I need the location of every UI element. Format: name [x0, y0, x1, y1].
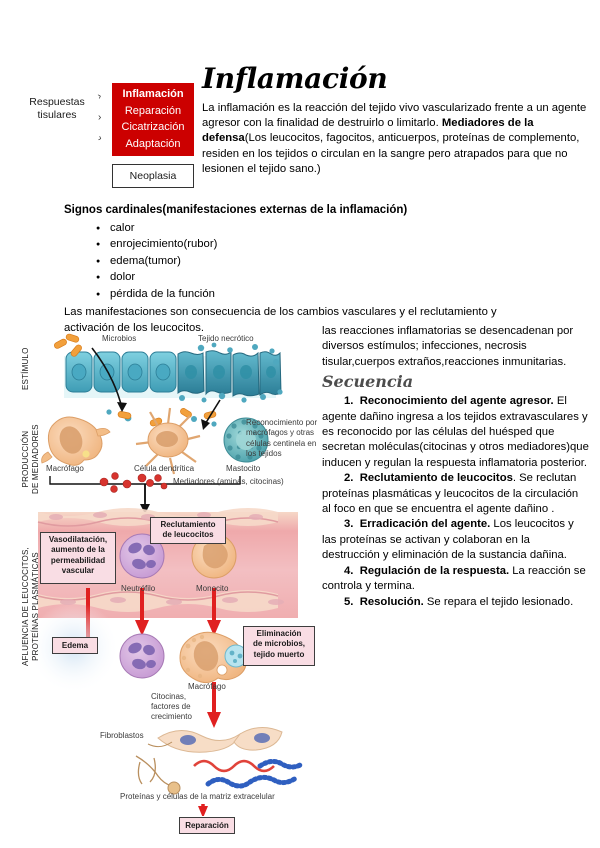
callout-eliminacion-line1: Eliminación	[256, 629, 302, 638]
list-item: dolor	[96, 269, 217, 286]
callout-vasodilatacion-line4: vascular	[61, 565, 95, 575]
label-macrofago-bottom: Macrófago	[188, 682, 226, 691]
side-label-estimulo: ESTÍMULO	[21, 347, 30, 391]
callout-edema: Edema	[52, 637, 98, 654]
side-label-afluencia-line2: PROTEÍNAS PLASMÁTICAS	[30, 552, 40, 661]
callout-vasodilatacion: Vasodilatación, aumento de la permeabili…	[40, 532, 116, 584]
callout-reclutamiento-line1: Reclutamiento	[160, 520, 216, 529]
step-body: . Se reclutan proteínas plasmáticas y le…	[322, 472, 579, 516]
side-label-produccion-line2: DE MEDIADORES	[30, 424, 40, 494]
inflammation-sequence-diagram: ESTÍMULO PRODUCCIÓN DE MEDIADORES AFLUEN…	[8, 326, 320, 834]
inflamacion-red-box: Inflamación Reparación Cicatrización Ada…	[112, 83, 194, 156]
neoplasia-label: Neoplasia	[129, 170, 177, 182]
label-monocito: Monocito	[196, 584, 229, 593]
neoplasia-box: Neoplasia	[112, 164, 194, 188]
header-section: Respuestas tisulares › › › Inflamación R…	[0, 0, 600, 200]
step-title: Regulación de la respuesta.	[359, 564, 510, 577]
callout-eliminacion: Eliminación de microbios, tejido muerto	[243, 626, 315, 666]
list-item: enrojecimiento(rubor)	[96, 236, 217, 253]
label-mediadores: Mediadores (aminas, citocinas)	[173, 477, 284, 486]
page-title: Inflamación	[202, 62, 388, 95]
signos-heading: Signos cardinales(manifestaciones extern…	[64, 204, 408, 216]
reacciones-intro-paragraph: las reacciones inflamatorias se desencad…	[322, 325, 574, 368]
sequence-step-2: 2. Reclutamiento de leucocitos. Se reclu…	[322, 471, 590, 517]
label-neutrofilo: Neutrófilo	[121, 584, 156, 593]
sequence-step-5: 5. Resolución. Se repara el tejido lesio…	[322, 595, 590, 610]
side-label-produccion: PRODUCCIÓN DE MEDIADORES	[21, 424, 40, 494]
callout-eliminacion-line2: de microbios,	[252, 639, 305, 649]
red-box-line-4: Adaptación	[125, 137, 181, 150]
signos-list: calor enrojecimiento(rubor) edema(tumor)…	[92, 220, 217, 303]
step-title: Erradicación del agente.	[359, 518, 491, 531]
step-body: El agente dañino ingresa a los tejidos e…	[322, 395, 589, 469]
intro-paragraph: La inflamación es la reacción del tejido…	[202, 101, 590, 177]
step-title: Reclutamiento de leucocitos	[359, 472, 513, 485]
step-title: Resolución.	[359, 595, 424, 608]
label-mastocito: Mastocito	[226, 464, 261, 473]
label-celula-dendritica: Célula dendrítica	[134, 464, 195, 473]
sequence-step-3: 3. Erradicación del agente. Los leucocit…	[322, 517, 590, 563]
step-number: 1.	[344, 395, 354, 408]
diagram-artwork	[28, 333, 305, 816]
intro-part-2: (Los leucocitos, fagocitos, anticuerpos,…	[202, 132, 580, 175]
branch-arrow-2: ›	[98, 112, 102, 123]
list-item: pérdida de la función	[96, 286, 217, 303]
callout-reparacion: Reparación	[179, 817, 235, 834]
label-reconocimiento: Reconocimiento por macrófagos y otras cé…	[246, 418, 318, 459]
callout-eliminacion-line3: tejido muerto	[253, 649, 305, 659]
callout-reclutamiento-line2: de leucocitos	[162, 530, 214, 540]
red-box-line-2: Reparación	[124, 104, 182, 117]
list-item: edema(tumor)	[96, 253, 217, 270]
sequence-step-4: 4. Regulación de la respuesta. La reacci…	[322, 564, 590, 595]
list-item: calor	[96, 220, 217, 237]
callout-vasodilatacion-line2: aumento de la	[51, 545, 105, 555]
respuestas-tisulares-label: Respuestas tisulares	[29, 96, 85, 121]
label-citocinas: Citocinas, factores de crecimiento	[151, 692, 192, 721]
right-column-text: las reacciones inflamatorias se desencad…	[322, 324, 590, 610]
step-number: 4.	[344, 564, 354, 577]
side-label-afluencia-line1: AFLUENCIA DE LEUCOCITOS,	[21, 547, 30, 666]
step-body: Los leucocitos y las proteínas se activa…	[322, 518, 574, 562]
callout-vasodilatacion-line1: Vasodilatación,	[48, 535, 108, 544]
sequence-step-1: 1. Reconocimiento del agente agresor. El…	[322, 394, 590, 471]
signos-tail-paragraph: Las manifestaciones son consecuencia de …	[64, 306, 497, 334]
step-body: Se repara el tejido lesionado.	[423, 595, 574, 608]
side-label-afluencia: AFLUENCIA DE LEUCOCITOS, PROTEÍNAS PLASM…	[21, 547, 40, 666]
red-box-line-1: Inflamación	[122, 88, 184, 100]
label-fibroblastos: Fibroblastos	[100, 731, 144, 740]
step-number: 3.	[344, 518, 354, 531]
branch-arrow-3: ›	[96, 132, 104, 145]
intro-bold-term: Mediadores de la defensa	[202, 117, 534, 145]
step-number: 5.	[344, 595, 354, 608]
label-matriz-extracelular: Proteínas y células de la matriz extrace…	[120, 792, 275, 801]
branch-arrows: › › ›	[96, 90, 112, 148]
branch-arrow-1: ›	[96, 90, 103, 103]
step-title: Reconocimiento del agente agresor.	[359, 395, 554, 408]
secuencia-heading: Secuencia	[322, 372, 414, 392]
red-box-line-3: Cicatrización	[121, 121, 185, 133]
callout-reclutamiento: Reclutamiento de leucocitos	[150, 517, 226, 544]
label-macrofago-top: Macrófago	[46, 464, 84, 473]
side-label-produccion-line1: PRODUCCIÓN	[21, 430, 30, 488]
intro-part-1: La inflamación es la reacción del tejido…	[202, 102, 587, 130]
callout-vasodilatacion-line3: permeabilidad	[50, 555, 106, 565]
label-tejido-necrotico: Tejido necrótico	[198, 334, 254, 343]
step-number: 2.	[344, 472, 354, 485]
step-body: La reacción se controla y termina.	[322, 564, 586, 593]
label-microbios: Microbios	[102, 334, 137, 343]
